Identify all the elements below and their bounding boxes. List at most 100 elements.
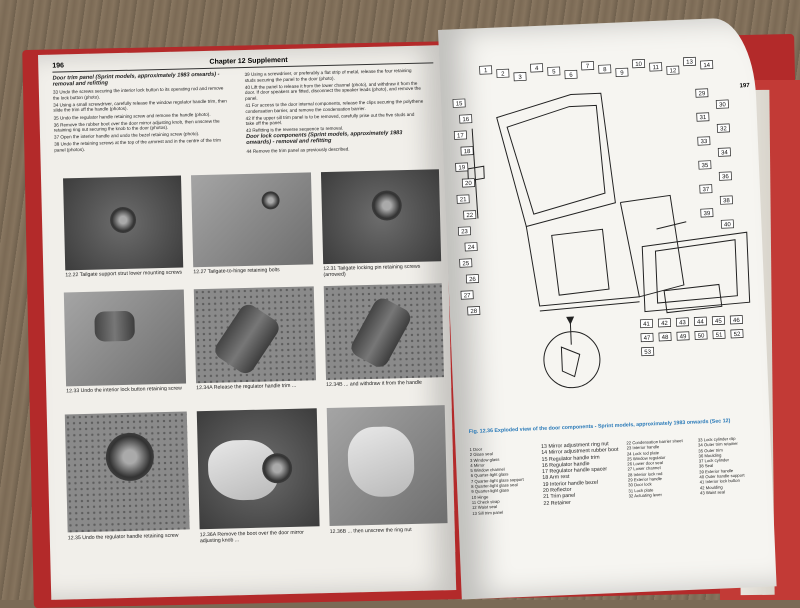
callout-label: 46 [733, 318, 741, 324]
photo-caption: 12.34A Release the regulator handle trim… [196, 382, 297, 392]
callout-32: 32 [716, 123, 730, 133]
callout-21: 21 [456, 194, 470, 204]
callout-34: 34 [717, 147, 731, 157]
lower-channel [539, 301, 640, 312]
window-frame [496, 92, 616, 228]
hand [347, 425, 415, 498]
callout-39: 39 [700, 208, 714, 218]
callout-label: 27 [464, 293, 472, 299]
callout-46: 46 [729, 315, 743, 325]
callout-label: 17 [457, 133, 465, 139]
callout-29: 29 [695, 88, 709, 98]
callout-45: 45 [711, 315, 725, 326]
callout-label: 18 [464, 149, 472, 155]
callout-label: 5 [552, 69, 556, 75]
callout-label: 47 [644, 336, 652, 342]
photo-caption: 12.33 Undo the interior lock button reta… [66, 385, 182, 395]
photo-regulator-screw [64, 411, 190, 533]
callout-31: 31 [696, 112, 710, 122]
callout-label: 44 [697, 319, 705, 325]
callout-1: 1 [479, 65, 493, 75]
callout-label: 26 [469, 277, 477, 283]
callout-22: 22 [463, 210, 477, 220]
callout-14: 14 [700, 60, 714, 70]
callout-16: 16 [459, 114, 473, 124]
callout-38: 38 [719, 195, 733, 205]
callout-26: 26 [465, 274, 479, 284]
callout-label: 16 [462, 117, 470, 123]
photo-caption: 12.34B ... and withdraw it from the hand… [326, 379, 422, 389]
callout-label: 10 [635, 62, 643, 68]
callout-17: 17 [453, 130, 467, 140]
hinge-line [471, 128, 479, 219]
callout-label: 19 [458, 165, 466, 171]
callout-label: 20 [465, 181, 473, 187]
photo-mirror-boot [196, 408, 320, 530]
hinge-bolt [261, 191, 280, 210]
callout-label: 31 [699, 115, 707, 121]
callout-30: 30 [715, 99, 729, 109]
door-rear [620, 194, 685, 298]
callout-label: 22 [466, 213, 474, 219]
photo-caption: 12.22 Tailgate support strut lower mount… [65, 269, 183, 279]
callout-label: 42 [661, 321, 669, 327]
waist-seal [656, 221, 687, 230]
handle-screw [105, 432, 155, 482]
callout-12: 12 [666, 65, 680, 75]
callout-50: 50 [694, 330, 708, 340]
chapter-title: Chapter 12 Supplement [209, 56, 288, 66]
lock-detail [560, 346, 581, 378]
callout-label: 32 [720, 126, 728, 132]
door-shell [525, 202, 640, 307]
callout-label: 34 [721, 150, 729, 156]
callout-label: 2 [501, 71, 505, 77]
callout-9: 9 [615, 67, 629, 77]
callout-33: 33 [697, 136, 711, 146]
callout-label: 48 [662, 335, 670, 341]
callout-40: 40 [720, 219, 734, 229]
callout-label: 38 [723, 198, 731, 204]
callout-label: 51 [716, 333, 724, 339]
photo-caption: 12.31 Tailgate locking pin retaining scr… [323, 263, 421, 279]
callout-10: 10 [632, 59, 646, 69]
callout-label: 36 [722, 174, 730, 180]
callout-label: 29 [698, 91, 706, 97]
callout-44: 44 [693, 316, 707, 326]
callout-5: 5 [547, 66, 561, 76]
photo-caption: 12.27 Tailgate-to-hinge retaining bolts [193, 267, 280, 276]
callout-42: 42 [657, 318, 671, 328]
callout-53: 53 [641, 346, 655, 357]
callout-6: 6 [564, 69, 578, 80]
callout-48: 48 [658, 332, 672, 342]
callout-27: 27 [460, 290, 474, 300]
photo-tailgate-lock [320, 169, 442, 265]
callout-7: 7 [581, 61, 595, 71]
callout-label: 9 [620, 70, 624, 76]
callout-52: 52 [730, 329, 744, 339]
strut-mount [109, 206, 137, 234]
callout-label: 33 [700, 139, 708, 145]
window-regulator [551, 228, 610, 296]
callout-label: 30 [719, 102, 727, 108]
regulator-handle [348, 295, 414, 371]
callout-18: 18 [460, 146, 474, 156]
callout-label: 14 [703, 63, 711, 69]
callout-label: 40 [724, 222, 732, 228]
paragraph: 38 Undo the retaining screws at the top … [54, 137, 221, 153]
callout-label: 8 [603, 67, 607, 73]
adjusting-knob [261, 452, 293, 484]
callout-43: 43 [675, 317, 689, 327]
trim-panel-inner [654, 239, 738, 304]
photo-caption: 12.36A Remove the boot over the door mir… [199, 529, 304, 545]
photo-lock-button [63, 289, 187, 387]
armrest [663, 283, 723, 314]
callout-25: 25 [459, 258, 473, 268]
text-column-2: 39 Using a screwdriver, or preferably a … [244, 68, 424, 156]
callout-label: 21 [460, 197, 468, 203]
callout-15: 15 [452, 98, 466, 108]
photo-tailgate-strut [63, 175, 184, 271]
